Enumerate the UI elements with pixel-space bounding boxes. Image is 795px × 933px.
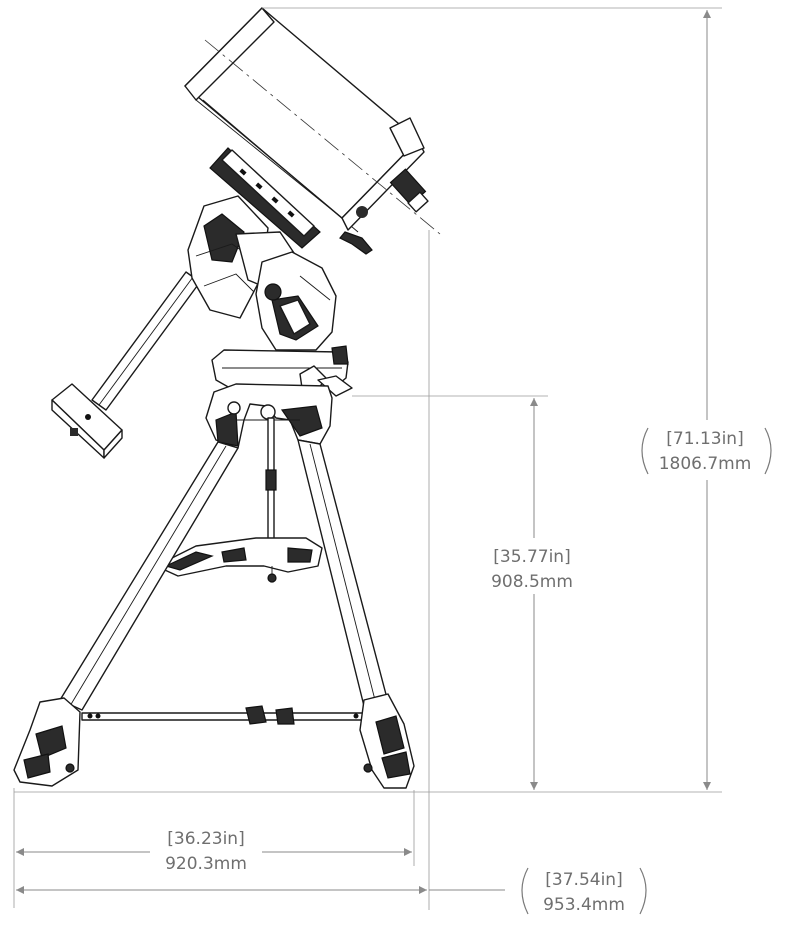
spreader-bar <box>81 705 365 725</box>
telescope-assembly <box>13 7 441 789</box>
optical-tube <box>184 7 441 255</box>
dovetail-saddle <box>209 147 321 249</box>
dimension-mount-height: [35.77in] 908.5mm <box>352 395 573 790</box>
mount-height-inches: [35.77in] <box>493 547 570 567</box>
total-height-mm: 1806.7mm <box>659 454 752 474</box>
tripod-leg-left <box>59 441 239 711</box>
total-height-inches: [71.13in] <box>666 429 743 449</box>
accessory-tray <box>155 537 323 583</box>
tripod-foot-right <box>359 693 415 789</box>
ra-housing <box>255 251 337 351</box>
tripod-width-mm: 920.3mm <box>165 854 247 874</box>
overall-width-mm: 953.4mm <box>543 895 625 915</box>
dimension-total-height: [71.13in] 1806.7mm <box>14 7 772 793</box>
tripod-head <box>205 383 333 449</box>
mount-height-mm: 908.5mm <box>491 572 573 592</box>
dimension-overall-width: [37.54in] 953.4mm <box>16 230 647 915</box>
tripod-foot-left <box>13 697 81 787</box>
overall-width-inches: [37.54in] <box>545 870 622 890</box>
tripod-leg-right <box>297 439 389 707</box>
center-rod <box>265 417 277 549</box>
counterweight <box>51 383 123 459</box>
tripod-width-inches: [36.23in] <box>167 829 244 849</box>
counterweight-shaft <box>91 271 201 411</box>
dimension-tripod-width: [36.23in] 920.3mm <box>13 788 415 908</box>
